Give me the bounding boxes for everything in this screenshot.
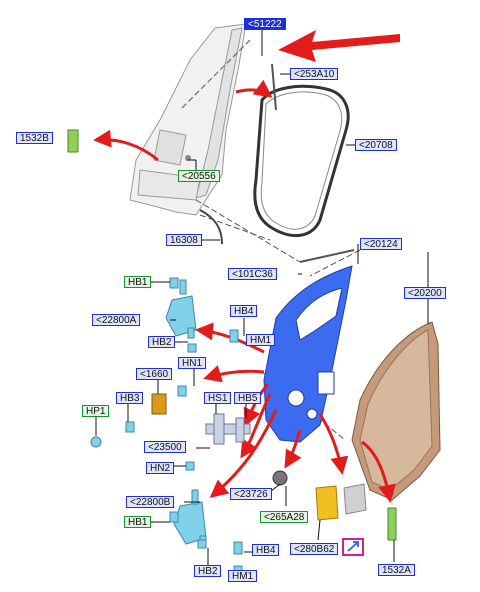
bolt-hm1-upper bbox=[229, 329, 239, 343]
bolt-hb1-lower bbox=[169, 511, 179, 523]
label-HN2[interactable]: HN2 bbox=[146, 462, 175, 474]
bolt-hb4-lower bbox=[233, 541, 243, 555]
label-HP1[interactable]: HP1 bbox=[82, 405, 110, 417]
seal-strip-253A10 bbox=[271, 63, 277, 111]
red-arrow-callout bbox=[278, 30, 400, 62]
door-seal-20708 bbox=[253, 84, 350, 237]
label-22800B[interactable]: <22800B bbox=[126, 496, 175, 508]
label-HB5[interactable]: HB5 bbox=[234, 392, 262, 404]
label-HB4-lower[interactable]: HB4 bbox=[252, 544, 280, 556]
bolt-hb2-upper bbox=[187, 343, 197, 353]
label-51222[interactable]: <51222 bbox=[244, 18, 286, 30]
label-HB1-upper[interactable]: HB1 bbox=[124, 276, 152, 288]
door-outer-skin-20200 bbox=[351, 321, 441, 501]
label-HM1-lower[interactable]: HM1 bbox=[228, 570, 258, 582]
label-20556[interactable]: <20556 bbox=[178, 170, 220, 182]
label-1532B[interactable]: 1532B bbox=[16, 132, 53, 144]
bolt-hb2-lower bbox=[197, 539, 207, 549]
seal-1532A bbox=[387, 507, 397, 541]
label-HB2-upper[interactable]: HB2 bbox=[148, 336, 176, 348]
label-265A28[interactable]: <265A28 bbox=[260, 511, 309, 523]
hinge-upper-22800A bbox=[165, 279, 197, 339]
sound-deadener-280B62 bbox=[315, 485, 339, 521]
label-HN1[interactable]: HN1 bbox=[178, 357, 207, 369]
label-20200[interactable]: <20200 bbox=[404, 287, 446, 299]
label-20124[interactable]: <20124 bbox=[360, 238, 402, 250]
label-1660[interactable]: <1660 bbox=[136, 368, 173, 380]
nut-hn1 bbox=[177, 385, 187, 397]
body-pillar-51222 bbox=[129, 23, 247, 216]
bolt-hb3 bbox=[125, 421, 135, 433]
cable-16308 bbox=[199, 209, 223, 245]
label-HM1-upper[interactable]: HM1 bbox=[246, 334, 276, 346]
nut-hn2 bbox=[185, 461, 195, 471]
label-23500[interactable]: <23500 bbox=[144, 441, 186, 453]
label-22800A[interactable]: <22800A bbox=[92, 314, 141, 326]
door-inner-frame-20124 bbox=[263, 265, 353, 443]
label-HB4-upper[interactable]: HB4 bbox=[230, 305, 258, 317]
label-280B62[interactable]: <280B62 bbox=[290, 543, 339, 555]
external-link-arrow-icon[interactable] bbox=[342, 538, 364, 556]
label-20708[interactable]: <20708 bbox=[355, 139, 397, 151]
label-101C36[interactable]: <101C36 bbox=[228, 268, 277, 280]
label-HB1-lower[interactable]: HB1 bbox=[124, 516, 152, 528]
bolt-hb1-upper bbox=[169, 277, 179, 289]
pin-hp1 bbox=[90, 436, 102, 448]
grommet-23726 bbox=[272, 470, 288, 486]
label-23726[interactable]: <23726 bbox=[230, 488, 272, 500]
label-1532A[interactable]: 1532A bbox=[378, 564, 415, 576]
hinge-lower-22800B bbox=[173, 489, 207, 547]
label-16308[interactable]: 16308 bbox=[166, 234, 202, 246]
label-HS1[interactable]: HS1 bbox=[204, 392, 232, 404]
door-check-23500 bbox=[205, 413, 251, 445]
bracket-1660 bbox=[151, 393, 167, 415]
label-HB2-lower[interactable]: HB2 bbox=[194, 565, 222, 577]
panel-265A28 bbox=[343, 483, 367, 515]
label-253A10[interactable]: <253A10 bbox=[290, 68, 339, 80]
seal-1532B bbox=[67, 129, 79, 153]
label-HB3[interactable]: HB3 bbox=[116, 392, 144, 404]
link-arrow-glyph bbox=[347, 541, 359, 552]
